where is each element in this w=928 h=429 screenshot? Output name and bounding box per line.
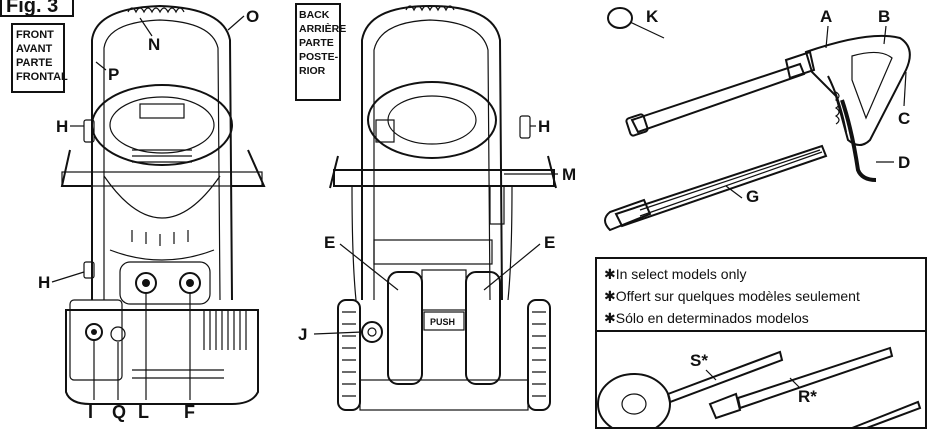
callout-Q: Q <box>112 402 126 422</box>
callout-P: P <box>108 65 119 84</box>
note-spanish: ✱Sólo en determinados modelos <box>604 310 809 326</box>
svg-text:PARTE: PARTE <box>16 57 52 69</box>
callout-J: J <box>298 325 307 344</box>
callout-S: S* <box>690 351 708 370</box>
spray-wand: G <box>604 144 828 232</box>
note-english: ✱In select models only <box>604 266 746 282</box>
callout-A: A <box>820 7 832 26</box>
callout-E-left: E <box>324 233 335 252</box>
callout-I: I <box>88 402 93 422</box>
callout-K: K <box>646 7 659 26</box>
front-view-pressure-washer <box>60 4 266 405</box>
callout-H-bottom: H <box>38 273 50 292</box>
spray-gun <box>625 34 911 182</box>
nozzle-cleaning-tool: K <box>607 7 665 39</box>
svg-text:FRONTAL: FRONTAL <box>16 71 68 83</box>
back-view-pressure-washer: PUSH <box>329 4 557 411</box>
callout-M: M <box>562 165 576 184</box>
callout-H-back: H <box>538 117 550 136</box>
spray-gun-callouts: A B C D <box>820 7 910 172</box>
svg-text:PARTE: PARTE <box>299 37 334 49</box>
callout-B: B <box>878 7 890 26</box>
select-models-box: ✱In select models only ✱Offert sur quelq… <box>595 257 927 429</box>
front-callouts: N O P H H I Q L F <box>38 7 259 422</box>
svg-text:FRONT: FRONT <box>16 29 54 41</box>
callout-E-right: E <box>544 233 555 252</box>
callout-F: F <box>184 402 195 422</box>
back-callouts: H M E E J <box>298 117 576 344</box>
svg-text:AVANT: AVANT <box>16 43 53 55</box>
svg-text:RIOR: RIOR <box>299 65 326 77</box>
svg-text:ARRIÈRE: ARRIÈRE <box>299 22 346 35</box>
callout-C: C <box>898 109 910 128</box>
svg-text:POSTE-: POSTE- <box>299 51 339 63</box>
callout-O: O <box>246 7 259 26</box>
back-view-label-box: BACK ARRIÈRE PARTE POSTE- RIOR <box>295 3 346 101</box>
callout-R: R* <box>798 387 817 406</box>
figure-label-text: Fig. 3 <box>6 0 58 17</box>
callout-L: L <box>138 402 149 422</box>
front-view-label-box: FRONT AVANT PARTE FRONTAL <box>11 23 68 93</box>
note-french: ✱Offert sur quelques modèles seulement <box>604 288 860 304</box>
svg-text:BACK: BACK <box>299 9 330 21</box>
push-label: PUSH <box>430 317 455 327</box>
callout-H-top: H <box>56 117 68 136</box>
callout-G: G <box>746 187 759 206</box>
callout-N: N <box>148 35 160 54</box>
callout-D: D <box>898 153 910 172</box>
figure-label: Fig. 3 <box>0 0 74 17</box>
